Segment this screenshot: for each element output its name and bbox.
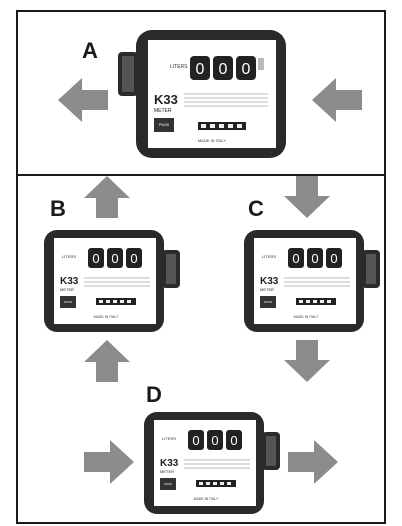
meter-d-unit: LITERS xyxy=(162,436,176,441)
meter-a-unit: LITERS xyxy=(170,64,188,70)
meter-d-digit-3: 0 xyxy=(230,433,237,448)
meter-a-subtitle: METER xyxy=(154,108,172,114)
meter-c-model: K33 xyxy=(260,276,279,287)
meter-b-brand: PIUSI xyxy=(64,300,72,304)
meter-b-digit-3: 0 xyxy=(130,251,137,266)
label-a: A xyxy=(82,38,98,63)
arrow-left-a-right xyxy=(312,78,362,122)
meter-d-digit-2: 0 xyxy=(211,433,218,448)
meter-d: LITERS 0 0 0 K33 METER PIUSI MADE IN ITA… xyxy=(144,410,286,516)
meter-c-unit: LITERS xyxy=(262,254,276,259)
meter-d-brand: PIUSI xyxy=(164,482,172,486)
meter-a-digit-1: 0 xyxy=(196,61,205,78)
meter-d-subtitle: METER xyxy=(160,469,174,474)
meter-c-digit-3: 0 xyxy=(330,251,337,266)
meter-a-brand: PIUSI xyxy=(159,122,169,127)
meter-b-origin: MADE IN ITALY xyxy=(94,315,119,319)
label-b: B xyxy=(50,196,66,221)
arrow-down-c-bottom xyxy=(284,340,330,382)
meter-c-brand: PIUSI xyxy=(264,300,272,304)
meter-a: LITERS 0 0 0 K33 METER PIUSI MADE IN ITA… xyxy=(118,28,290,160)
arrow-down-c-top xyxy=(284,176,330,218)
meter-c-subtitle: METER xyxy=(260,287,274,292)
meter-b-digit-2: 0 xyxy=(111,251,118,266)
meter-b-unit: LITERS xyxy=(62,254,76,259)
meter-b: LITERS 0 0 0 K33 METER PIUSI MADE IN ITA… xyxy=(44,228,186,334)
arrow-up-b-bottom xyxy=(84,340,130,382)
meter-b-model: K33 xyxy=(60,276,79,287)
arrow-up-b-top xyxy=(84,176,130,218)
arrow-left-a-left xyxy=(58,78,108,122)
meter-d-origin: MADE IN ITALY xyxy=(194,497,219,501)
arrow-right-d-right xyxy=(288,440,338,484)
label-c: C xyxy=(248,196,264,221)
meter-a-digit-2: 0 xyxy=(219,61,228,78)
meter-c-origin: MADE IN ITALY xyxy=(294,315,319,319)
meter-b-digit-1: 0 xyxy=(92,251,99,266)
meter-c-digit-2: 0 xyxy=(311,251,318,266)
meter-b-subtitle: METER xyxy=(60,287,74,292)
label-d: D xyxy=(146,382,162,407)
meter-c: LITERS 0 0 0 K33 METER PIUSI MADE IN ITA… xyxy=(244,228,386,334)
meter-a-digit-3: 0 xyxy=(242,61,251,78)
meter-c-digit-1: 0 xyxy=(292,251,299,266)
meter-a-model: K33 xyxy=(154,92,178,107)
meter-d-digit-1: 0 xyxy=(192,433,199,448)
arrow-right-d-left xyxy=(84,440,134,484)
meter-a-origin: MADE IN ITALY xyxy=(198,138,227,143)
meter-d-model: K33 xyxy=(160,458,179,469)
